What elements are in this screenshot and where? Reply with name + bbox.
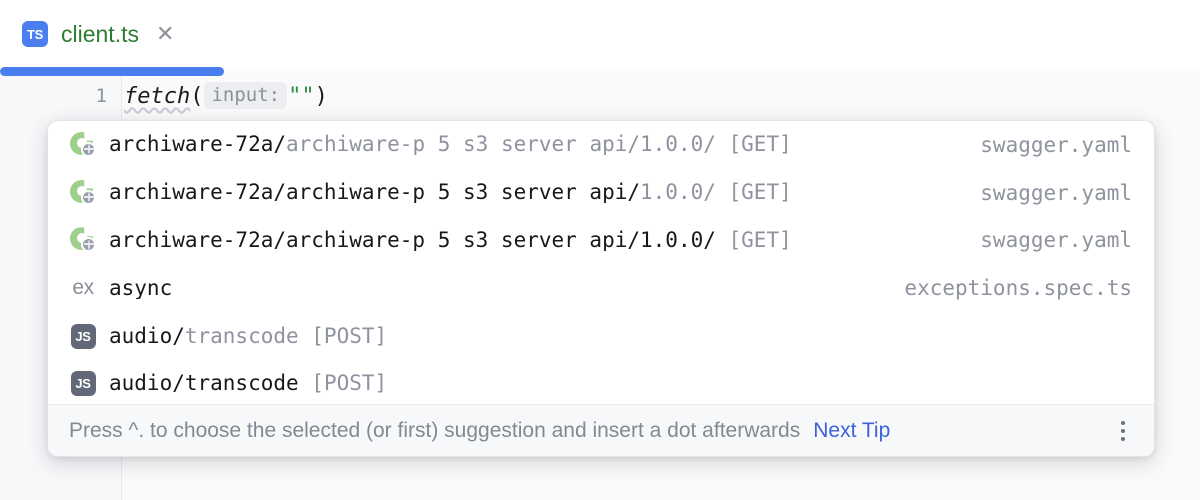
completion-row-label: async — [109, 278, 172, 299]
completion-row[interactable]: JS audio/transcode [POST] — [48, 312, 1154, 360]
completion-tail-text: 1.0.0/ [GET] — [640, 182, 792, 204]
close-icon[interactable]: ✕ — [155, 21, 175, 46]
code-completion-popup[interactable]: archiware-72a/archiware-p_5_s3_server_ap… — [47, 120, 1155, 457]
completion-tail-text: transcode [POST] — [184, 325, 388, 347]
code-open-paren: ( — [190, 84, 204, 109]
completion-matched-text: archiware-72a/ — [109, 134, 287, 156]
completion-matched-text: audio/transcode — [109, 373, 299, 395]
completion-row[interactable]: JS audio/transcode [POST] — [48, 360, 1154, 408]
parameter-hint-chip: input: — [204, 82, 288, 109]
code-function-name: fetch — [124, 84, 191, 109]
completion-matched-text: archiware-72a/archiware-p_5_s3_server_ap… — [109, 182, 641, 204]
module-globe-icon — [69, 226, 97, 254]
completion-matched-text: archiware-72a/archiware-p_5_s3_server_ap… — [109, 229, 716, 251]
more-options-icon[interactable] — [1110, 418, 1136, 444]
completion-matched-text: async — [109, 277, 173, 299]
completion-source-file: exceptions.spec.ts — [904, 276, 1132, 301]
completion-tail-text: [GET] — [715, 229, 792, 251]
completion-row[interactable]: archiware-72a/archiware-p_5_s3_server_ap… — [48, 121, 1154, 169]
editor-tab-bar: TS client.ts ✕ — [0, 0, 1200, 76]
completion-tip-bar: Press ^. to choose the selected (or firs… — [48, 404, 1154, 456]
completion-tail-text: archiware-p_5_s3_server_api/1.0.0/ [GET] — [286, 134, 792, 156]
completion-row-label: archiware-72a/archiware-p_5_s3_server_ap… — [109, 134, 792, 155]
code-string-literal: "" — [288, 84, 315, 109]
js-badge-label: JS — [70, 323, 96, 349]
ts-file-icon: TS — [22, 21, 48, 47]
completion-row-label: archiware-72a/archiware-p_5_s3_server_ap… — [109, 230, 792, 251]
completion-source-file: swagger.yaml — [980, 132, 1132, 157]
js-badge-label: JS — [70, 371, 96, 397]
ex-badge-label: ex — [72, 276, 94, 300]
completion-row-label: audio/transcode [POST] — [109, 326, 387, 347]
completion-tail-text: [POST] — [298, 373, 388, 395]
tab-title: client.ts — [61, 20, 139, 47]
completion-matched-text: audio/ — [109, 325, 185, 347]
completion-row-label: audio/transcode [POST] — [109, 373, 387, 394]
active-tab-indicator — [0, 67, 224, 76]
line-number: 1 — [95, 85, 107, 107]
editor-tab-client-ts[interactable]: TS client.ts ✕ — [0, 0, 224, 68]
completion-row[interactable]: archiware-72a/archiware-p_5_s3_server_ap… — [48, 217, 1154, 265]
completion-source-file: swagger.yaml — [980, 228, 1132, 253]
completion-row-label: archiware-72a/archiware-p_5_s3_server_ap… — [109, 182, 792, 203]
code-close-paren: ) — [314, 84, 328, 109]
ex-icon: ex — [69, 274, 97, 302]
module-globe-icon — [69, 179, 97, 207]
completion-source-file: swagger.yaml — [980, 180, 1132, 205]
completion-list: archiware-72a/archiware-p_5_s3_server_ap… — [48, 121, 1154, 408]
next-tip-link[interactable]: Next Tip — [813, 418, 891, 442]
code-line-1[interactable]: fetch(input:"") — [124, 82, 328, 111]
tip-text: Press ^. to choose the selected (or firs… — [69, 418, 801, 442]
completion-row[interactable]: archiware-72a/archiware-p_5_s3_server_ap… — [48, 169, 1154, 217]
js-file-icon: JS — [69, 370, 97, 398]
js-file-icon: JS — [69, 322, 97, 350]
module-globe-icon — [69, 131, 97, 159]
